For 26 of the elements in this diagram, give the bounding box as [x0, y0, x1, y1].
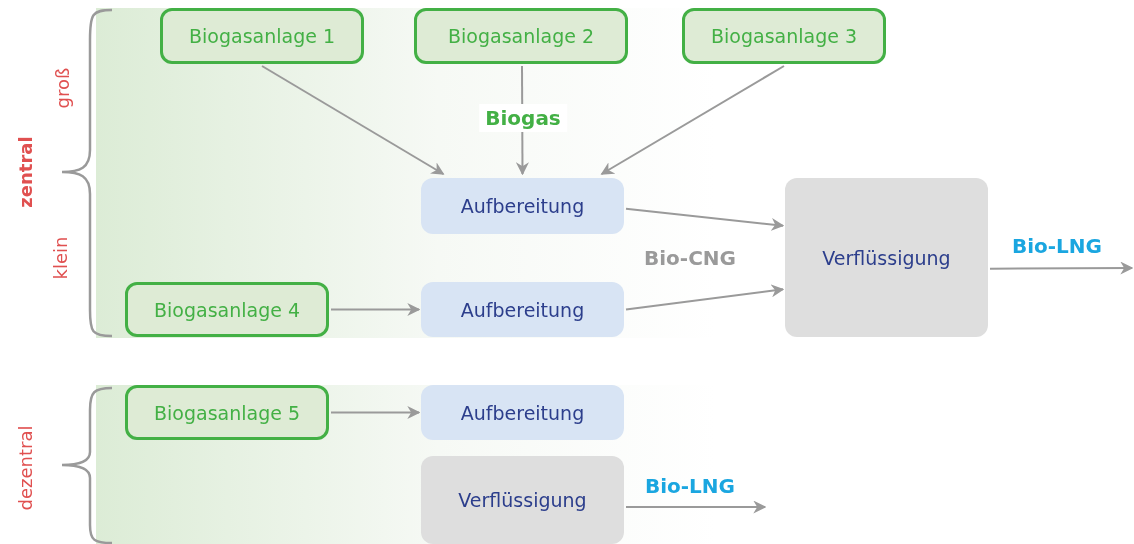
arrow — [625, 284, 785, 311]
process-box: Biogasanlage 2 — [414, 8, 628, 64]
process-box: Biogasanlage 5 — [125, 385, 329, 440]
category-label: zentral — [14, 136, 36, 208]
edge-label: Biogas — [479, 104, 567, 132]
process-box: Aufbereitung — [421, 178, 624, 234]
process-box: Aufbereitung — [421, 282, 624, 337]
arrow — [625, 500, 767, 514]
process-box: Aufbereitung — [421, 385, 624, 440]
process-box: Biogasanlage 3 — [682, 8, 886, 64]
process-box: Biogasanlage 4 — [125, 282, 329, 337]
flow-label: Bio-CNG — [644, 246, 736, 270]
arrow — [330, 303, 421, 316]
process-box: Biogasanlage 1 — [160, 8, 364, 64]
arrow — [261, 65, 445, 175]
arrow — [330, 406, 421, 419]
process-box: Verflüssigung — [785, 178, 988, 337]
arrow — [989, 261, 1134, 275]
process-box: Verflüssigung — [421, 456, 624, 544]
arrow — [600, 65, 785, 175]
edge-label: Bio-LNG — [1011, 233, 1103, 260]
arrow — [625, 207, 785, 231]
category-label: klein — [49, 236, 71, 280]
edge-label: Bio-LNG — [644, 473, 736, 500]
category-label: dezentral — [14, 425, 36, 511]
category-label: groß — [51, 67, 73, 109]
